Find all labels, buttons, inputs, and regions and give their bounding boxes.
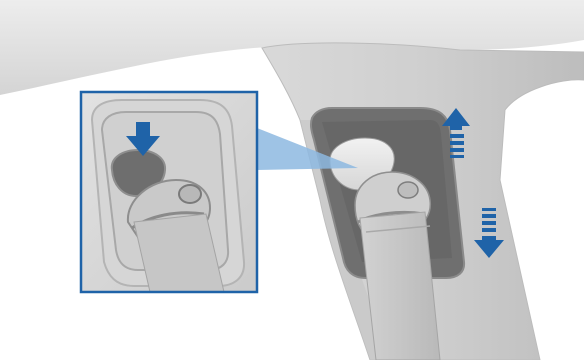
inset-anchor-bolt [179, 185, 201, 203]
zoom-inset [81, 92, 257, 292]
anchor-bolt [398, 182, 418, 198]
